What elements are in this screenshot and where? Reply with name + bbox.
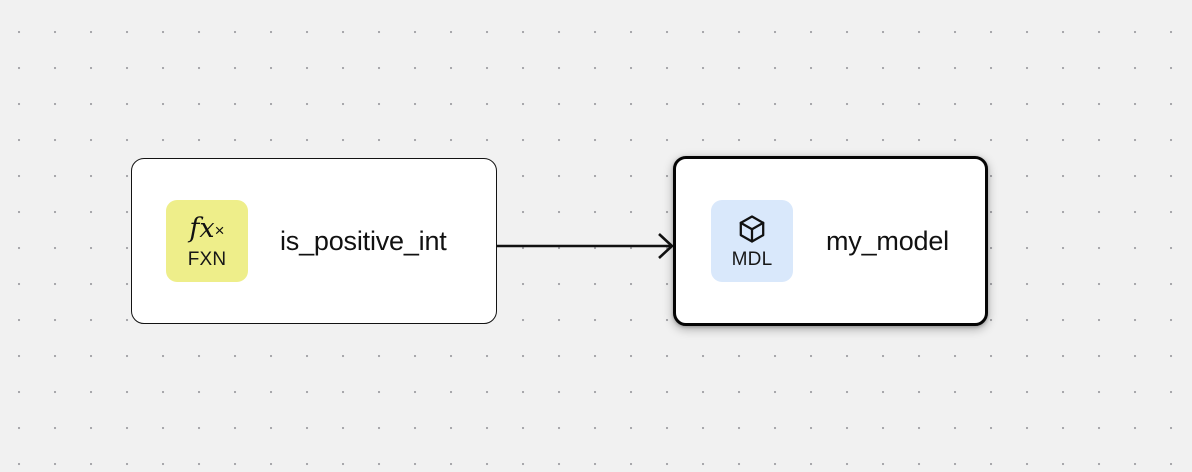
node-badge-mdl: MDL <box>711 200 793 282</box>
node-badge-label-mdl: MDL <box>731 248 773 270</box>
node-title-is-positive-int: is_positive_int <box>280 225 447 256</box>
node-is-positive-int[interactable]: fx× FXN is_positive_int <box>131 158 497 324</box>
cube-icon-svg <box>739 214 765 243</box>
function-icon-glyph: fx <box>189 213 215 244</box>
function-icon: fx× <box>189 212 224 246</box>
function-icon-times: × <box>214 221 225 240</box>
node-title-my-model: my_model <box>826 225 949 256</box>
node-my-model[interactable]: MDL my_model <box>673 156 988 326</box>
edge-arrowhead-icon <box>658 233 674 259</box>
cube-icon <box>736 212 768 246</box>
node-badge-fxn: fx× FXN <box>166 200 248 282</box>
node-badge-label-fxn: FXN <box>187 248 227 270</box>
edge-is-positive-int-to-my-model[interactable] <box>497 233 674 259</box>
